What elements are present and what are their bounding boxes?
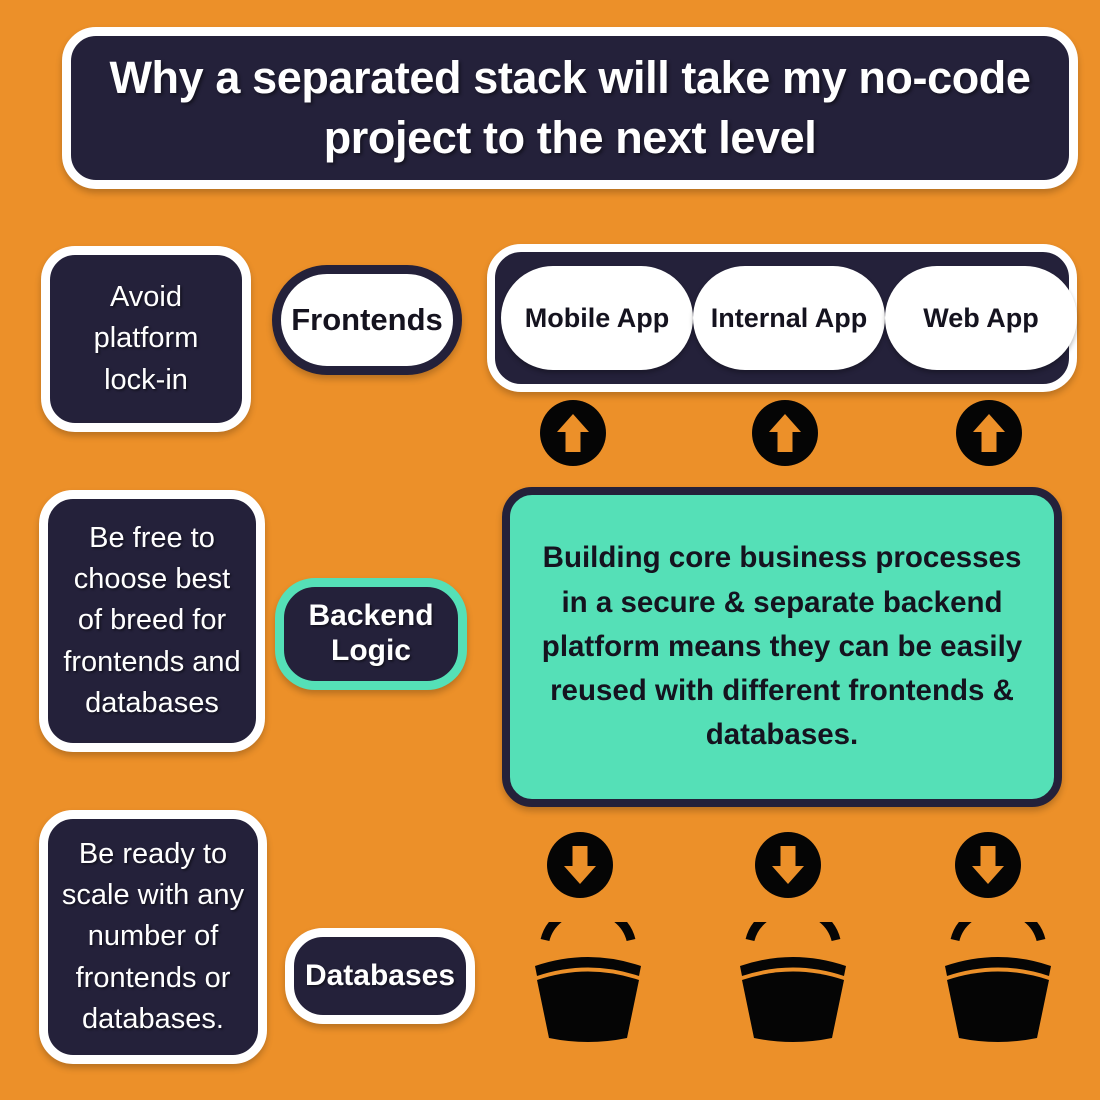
bucket-icon — [933, 922, 1063, 1044]
benefit-card-label: Be ready to scale with any number of fro… — [61, 838, 245, 1035]
page-title-card: Why a separated stack will take my no-co… — [62, 27, 1078, 189]
layer-label-backend-logic: Backend Logic — [275, 578, 467, 690]
bucket-icon — [523, 922, 653, 1044]
layer-label-text: Frontends — [291, 302, 443, 338]
layer-label-text: Backend Logic — [308, 599, 434, 667]
frontend-app-web: Web App — [885, 266, 1077, 370]
benefit-card-label: Be free to choose best of breed for fron… — [63, 522, 241, 719]
arrow-down-icon — [547, 832, 613, 898]
layer-label-frontends: Frontends — [272, 265, 462, 375]
benefit-card-label: Avoid platform lock-in — [93, 281, 199, 396]
bucket-icon — [728, 922, 858, 1044]
layer-label-databases: Databases — [285, 928, 475, 1024]
arrow-up-icon — [956, 400, 1022, 466]
arrow-down-icon — [755, 832, 821, 898]
benefit-card-best-of-breed: Be free to choose best of breed for fron… — [39, 490, 265, 752]
frontend-app-label: Internal App — [710, 302, 868, 333]
arrow-down-icon — [955, 832, 1021, 898]
layer-label-text: Databases — [304, 958, 456, 992]
frontend-app-internal: Internal App — [693, 266, 885, 370]
frontend-app-label: Mobile App — [524, 302, 670, 333]
arrow-up-icon — [540, 400, 606, 466]
benefit-card-scale: Be ready to scale with any number of fro… — [39, 810, 267, 1064]
arrow-up-icon — [752, 400, 818, 466]
frontend-app-mobile: Mobile App — [501, 266, 693, 370]
benefit-card-avoid-lock-in: Avoid platform lock-in — [41, 246, 251, 432]
page-title: Why a separated stack will take my no-co… — [109, 51, 1031, 163]
backend-description-text: Building core business processes in a se… — [541, 541, 1023, 752]
frontend-app-label: Web App — [923, 302, 1039, 333]
frontends-group: Mobile App Internal App Web App — [487, 244, 1077, 392]
backend-description-panel: Building core business processes in a se… — [502, 487, 1062, 807]
